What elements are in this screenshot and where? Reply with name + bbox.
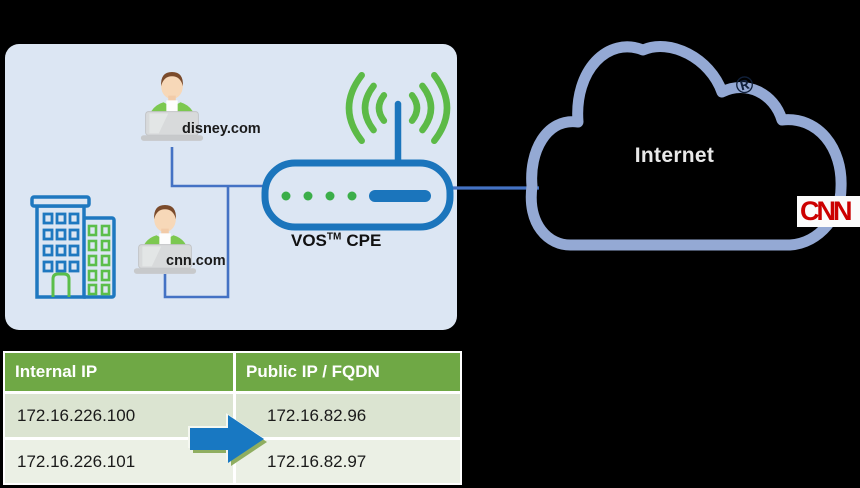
- router-tm: TM: [326, 231, 342, 243]
- cnn-logo: CNN: [797, 196, 860, 227]
- table-cell-public-ip-1: 172.16.82.96: [236, 394, 460, 437]
- table-header-internal-ip: Internal IP: [5, 353, 233, 391]
- internet-label: Internet: [634, 144, 715, 167]
- internet-cloud-icon: [525, 41, 847, 251]
- router-type: CPE: [346, 231, 382, 250]
- cnn-logo-text: CNN: [800, 196, 852, 226]
- user-laptop-icon: [133, 205, 197, 274]
- user2-hostname-label: cnn.com: [166, 253, 226, 269]
- table-cell-public-ip-2: 172.16.82.97: [236, 440, 460, 483]
- wifi-signal-icon: [345, 71, 451, 145]
- user-laptop-icon: [140, 72, 204, 141]
- table-cell-internal-ip-2: 172.16.226.101: [5, 440, 233, 483]
- router-label: VOSTM CPE: [291, 231, 381, 251]
- router-name: VOS: [291, 231, 327, 250]
- wifi-router-icon: [261, 71, 454, 231]
- translation-arrow-icon: [188, 413, 267, 466]
- user1-hostname-label: disney.com: [182, 121, 261, 137]
- office-building-icon: [30, 195, 116, 299]
- router-status-leds: [281, 191, 357, 201]
- table-header-public-ip: Public IP / FQDN: [236, 353, 460, 391]
